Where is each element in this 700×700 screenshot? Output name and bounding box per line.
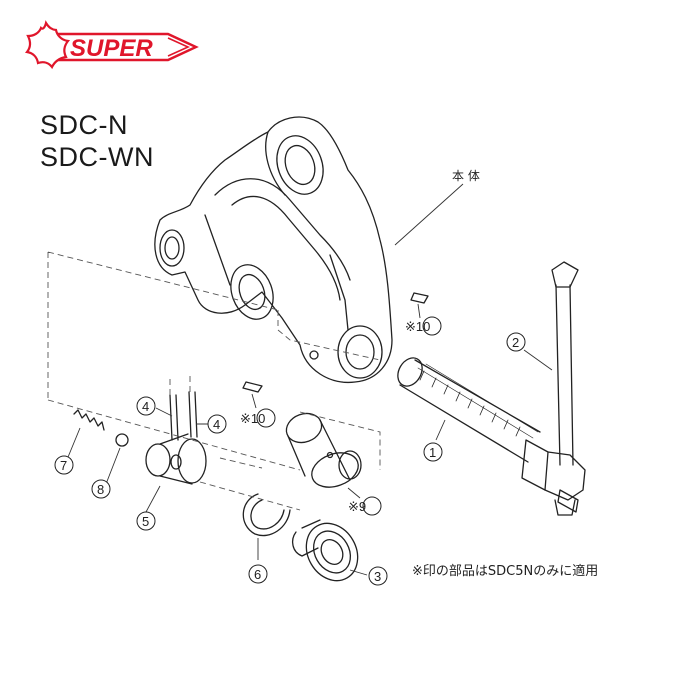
callout-circle-5 (136, 511, 156, 531)
super-logo: SUPER (24, 20, 199, 70)
part-10-set-screw-b (242, 381, 263, 393)
callout-circle-9 (362, 496, 382, 516)
callout-3: 3 (374, 569, 381, 584)
callout-circle-7 (54, 455, 74, 475)
callout-circle-10a (422, 316, 442, 336)
callout-2: 2 (512, 335, 519, 350)
callout-8: 8 (97, 482, 104, 497)
brand-name: SUPER (70, 35, 153, 62)
callout-circle-6 (248, 564, 268, 584)
part-2-handle-bar (551, 261, 579, 516)
callout-circle-4b (207, 414, 227, 434)
callout-7: 7 (60, 458, 67, 473)
model-name-1: SDC-N (40, 110, 128, 140)
callout-circle-4a (136, 396, 156, 416)
applicability-note: ※印の部品はSDC5Nのみに適用 (412, 564, 599, 579)
part-6-snap-ring (242, 493, 291, 537)
part-3-swivel-pad (291, 519, 359, 582)
logo-arrow (58, 32, 199, 62)
part-5-collar (145, 433, 207, 485)
callout-body: 本 体 (452, 169, 480, 183)
callout-circle-10b (256, 408, 276, 428)
callout-4a: 4 (142, 399, 149, 414)
callout-circle-2 (506, 332, 526, 352)
callout-10a: ※10 (405, 319, 430, 334)
part-7-spring (73, 409, 105, 431)
part-1-screw (397, 357, 586, 513)
callout-circle-1 (423, 442, 443, 462)
main-body-part (154, 116, 393, 383)
callout-4b: 4 (213, 417, 220, 432)
part-4-pins (169, 391, 198, 441)
callout-6: 6 (254, 567, 261, 582)
callout-10b: ※10 (240, 411, 265, 426)
callout-circle-8 (91, 479, 111, 499)
callout-1: 1 (429, 445, 436, 460)
model-name-2: SDC-WN (40, 142, 154, 172)
assembly-guides (47, 251, 381, 511)
callout-9: ※9 (348, 499, 366, 514)
sakura-icon (24, 20, 71, 70)
callout-circle-3 (368, 566, 388, 586)
part-8-ball (115, 433, 129, 447)
part-10-set-screw-a (410, 292, 429, 304)
part-9-bushing (285, 412, 362, 488)
callout-5: 5 (142, 514, 149, 529)
